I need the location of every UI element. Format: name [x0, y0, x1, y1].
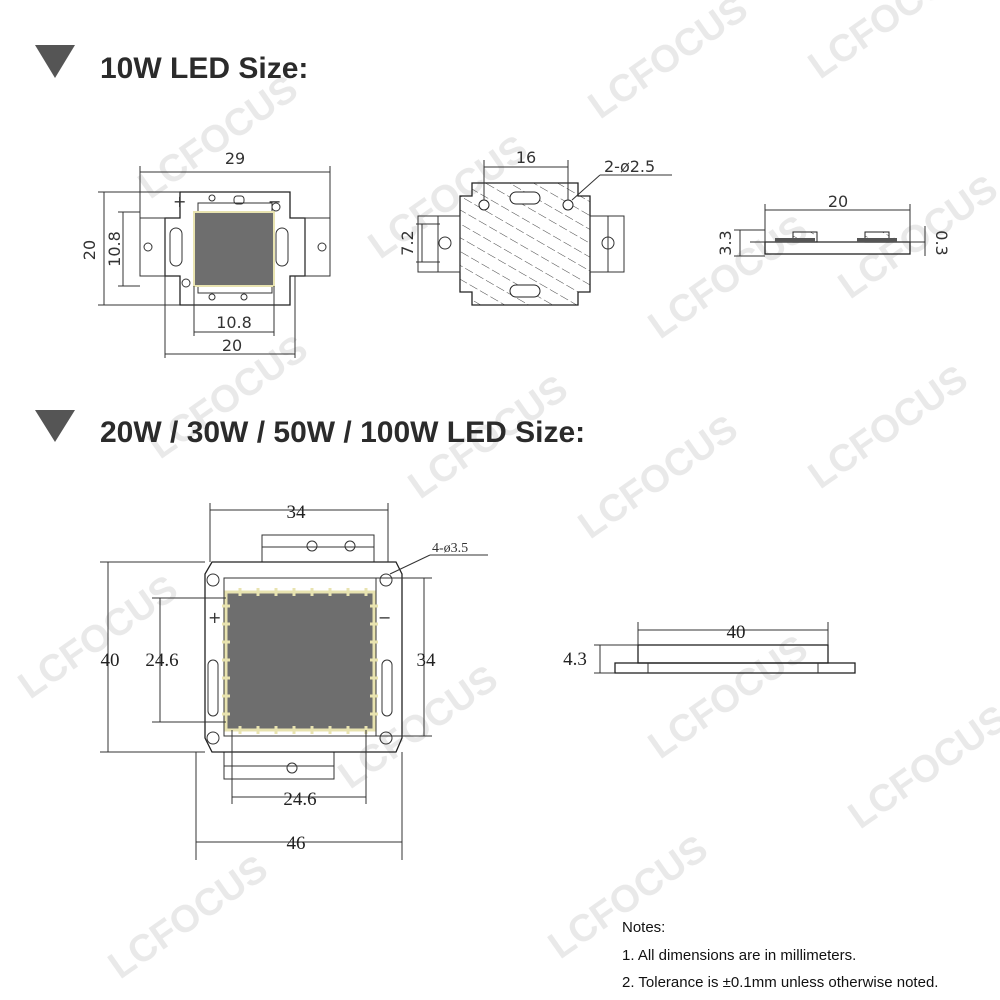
dim-height: 4.3	[563, 649, 587, 670]
front-view-10w: + − 29 20 10.8 10.8 20	[80, 149, 331, 358]
note-item: 1. All dimensions are in millimeters.	[622, 947, 856, 964]
dim-width-top: 29	[225, 149, 245, 168]
lead-left	[139, 217, 166, 277]
lead-top	[261, 534, 375, 563]
package-outline	[204, 561, 403, 753]
led-die	[193, 211, 275, 287]
watermark-text: LCFOCUS	[101, 848, 276, 988]
dim-height-right: 0.3	[932, 230, 951, 255]
back-view-10w: 16 2-ø2.5 7.2	[398, 148, 672, 306]
side-view-10w: 20 3.3 0.3	[716, 192, 951, 257]
lead-right	[589, 215, 625, 273]
plus-sign: +	[173, 192, 186, 211]
watermark-text: LCFOCUS	[11, 568, 186, 708]
dim-height-right: 34	[417, 650, 437, 671]
watermark-text: LCFOCUS	[641, 628, 816, 768]
notes-block: Notes: 1. All dimensions are in millimet…	[622, 919, 938, 991]
slot-left	[169, 227, 183, 267]
lead-right	[304, 217, 331, 277]
watermark-text: LCFOCUS	[571, 408, 746, 548]
watermark-text: LCFOCUS	[801, 0, 976, 87]
side-base-plate	[614, 662, 856, 674]
callout-holes: 4-ø3.5	[432, 541, 468, 556]
watermark-text: LCFOCUS	[641, 208, 816, 348]
dim-width-bottom: 20	[222, 336, 242, 355]
frame	[223, 577, 377, 737]
callout-holes: 2-ø2.5	[604, 157, 655, 176]
dim-width-top: 34	[287, 502, 307, 523]
dim-width-inner: 24.6	[283, 789, 316, 810]
watermark-text: LCFOCUS	[841, 698, 1000, 838]
dim-height-left: 40	[101, 650, 120, 671]
section-bullet-icon	[35, 410, 75, 442]
dim-width-top: 16	[516, 148, 536, 167]
dim-width-inner: 10.8	[216, 313, 252, 332]
dim-height-left: 20	[80, 240, 99, 260]
front-view-big: + − 34 4-ø3.5 40 24.6 34 24.6 46	[100, 502, 488, 860]
section-title-big: 20W / 30W / 50W / 100W LED Size:	[100, 416, 585, 449]
watermark-text: LCFOCUS	[801, 358, 976, 498]
minus-sign: −	[378, 608, 391, 627]
section-bullet-icon	[35, 45, 75, 78]
dim-height-inner: 24.6	[145, 650, 178, 671]
note-item: 2. Tolerance is ±0.1mm unless otherwise …	[622, 974, 938, 991]
dim-width-bottom: 46	[287, 833, 306, 854]
watermark-text: LCFOCUS	[581, 0, 756, 127]
minus-sign: −	[268, 192, 281, 211]
plus-sign: +	[208, 608, 221, 627]
dim-width: 20	[828, 192, 848, 211]
slot-right	[275, 227, 289, 267]
dim-height-inner: 10.8	[105, 231, 124, 267]
dim-height-left: 3.3	[716, 230, 735, 255]
lead-left	[417, 215, 461, 273]
notes-heading: Notes:	[622, 919, 665, 936]
section-title-10w: 10W LED Size:	[100, 52, 308, 85]
watermark-layer: LCFOCUS LCFOCUS LCFOCUS LCFOCUS LCFOCUS …	[11, 0, 1000, 987]
watermark-text: LCFOCUS	[831, 168, 1000, 308]
dim-height-left: 7.2	[398, 230, 417, 255]
dim-width: 40	[727, 622, 746, 643]
watermark-text: LCFOCUS	[131, 68, 306, 208]
side-view-big: 40 4.3	[563, 622, 856, 674]
led-die	[224, 590, 376, 732]
heatsink-back	[459, 182, 591, 306]
